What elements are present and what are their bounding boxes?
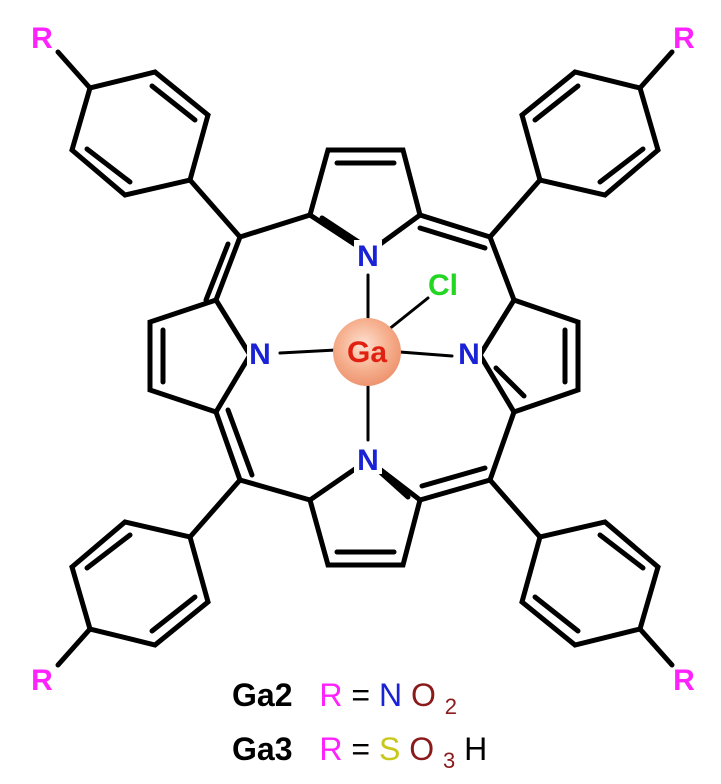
aryl-top-left <box>55 49 243 240</box>
substituent-bottom-left-label: R <box>31 664 53 697</box>
substituent-bottom-right-label: R <box>673 664 695 697</box>
substituent-labels: R R R R <box>31 22 695 697</box>
aryl-bottom-right <box>487 477 675 668</box>
ga3-h-label: H <box>464 731 487 767</box>
gallium-sphere <box>333 318 401 386</box>
gallium-label: Ga <box>347 336 387 369</box>
nitrogen-labels: N N N N <box>247 240 482 477</box>
coordination-bonds <box>278 273 454 442</box>
ga3-equals: = <box>351 731 379 767</box>
ga2-r-label: R <box>319 677 342 713</box>
ga2-equals: = <box>351 677 379 713</box>
ga2-n-label: N <box>379 677 402 713</box>
nitrogen-left-label: N <box>249 338 271 371</box>
chlorine-label: Cl <box>428 269 458 302</box>
nitrogen-top-label: N <box>357 240 379 273</box>
substituent-top-left-label: R <box>31 22 53 55</box>
ga3-s-label: S <box>379 731 400 767</box>
ga3-r-label: R <box>319 731 342 767</box>
ga3-compound-label: Ga3 <box>232 731 292 767</box>
aryl-bottom-left <box>55 477 243 668</box>
ga3-o-label: O <box>409 731 434 767</box>
aryl-top-right <box>487 49 675 240</box>
legend: Ga2 R = N O 2 Ga3 R = S O 3 H <box>232 677 487 775</box>
legend-row-ga3: Ga3 R = S O 3 H <box>232 731 487 775</box>
legend-row-ga2: Ga2 R = N O 2 <box>232 677 457 719</box>
substituent-top-right-label: R <box>673 22 695 55</box>
ga2-subscript: 2 <box>445 694 457 719</box>
ga3-subscript: 3 <box>443 748 455 773</box>
ga2-o-label: O <box>411 677 436 713</box>
nitrogen-bottom-label: N <box>357 444 379 477</box>
ga2-compound-label: Ga2 <box>232 677 292 713</box>
macrocycle-bonds <box>147 147 581 568</box>
nitrogen-right-label: N <box>458 338 480 371</box>
